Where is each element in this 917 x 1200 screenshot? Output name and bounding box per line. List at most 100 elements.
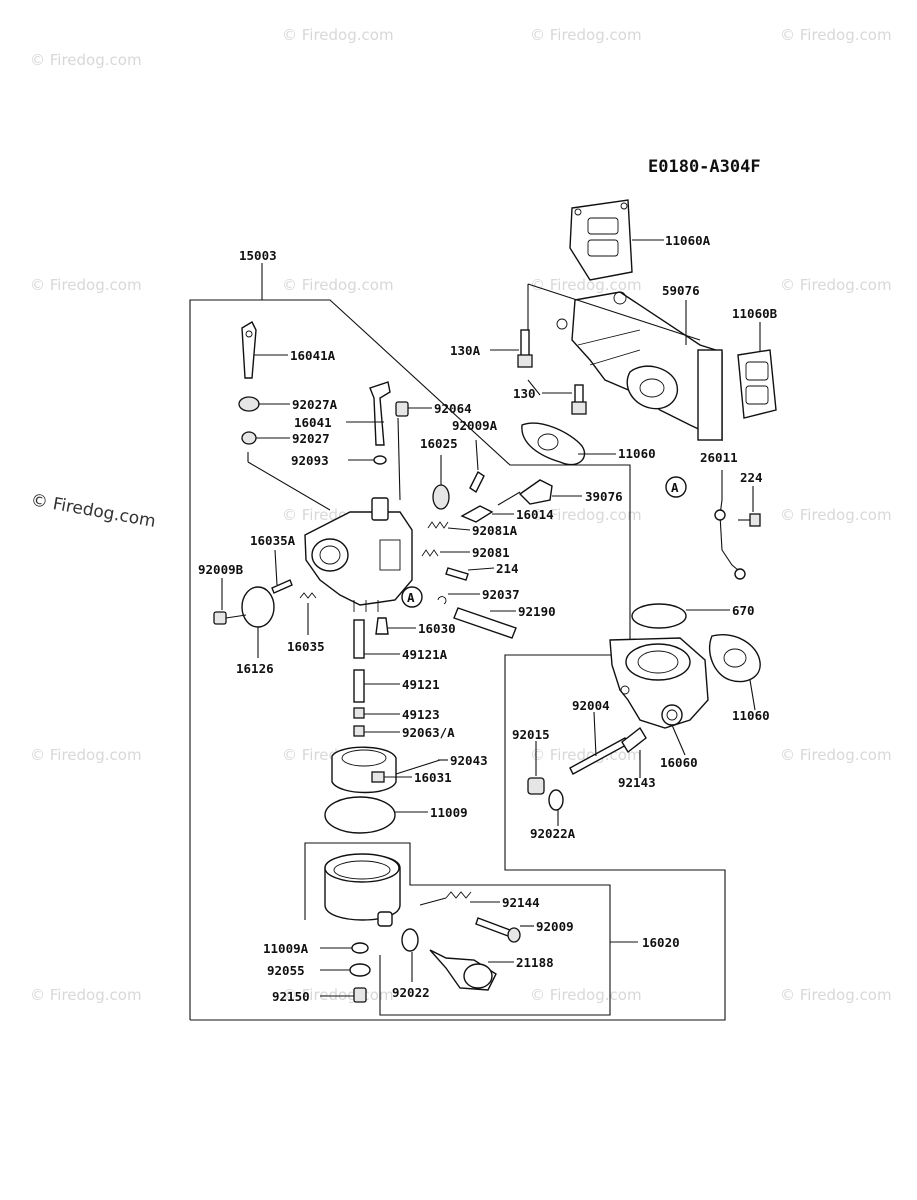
label-16035: 16035 (287, 639, 325, 654)
label-16030: 16030 (418, 621, 456, 636)
label-92015: 92015 (512, 727, 550, 742)
label-16035A: 16035A (250, 533, 296, 548)
label-92022: 92022 (392, 985, 430, 1000)
label-92022A: 92022A (530, 826, 576, 841)
throttle-plate-16025 (432, 484, 450, 510)
spring-92081A (427, 521, 449, 529)
label-130A: 130A (450, 343, 481, 358)
label-92081: 92081 (472, 545, 510, 560)
label-11060-top: 11060 (618, 446, 656, 461)
marker-a-label: A (671, 480, 679, 495)
label-92027: 92027 (292, 431, 330, 446)
label-92004: 92004 (572, 698, 610, 713)
watermark: © Firedog.com (30, 746, 142, 764)
emulsion-tube-49121A (353, 619, 365, 659)
gasket-11060B (737, 349, 777, 419)
label-59076: 59076 (662, 283, 700, 298)
bolt-130 (571, 384, 587, 415)
label-16041A: 16041A (290, 348, 336, 363)
washer-92022 (401, 928, 419, 952)
label-92190: 92190 (518, 604, 556, 619)
intake-elbow-16060 (609, 637, 709, 729)
watermark: © Firedog.com (530, 506, 642, 524)
drain-screw-92150 (353, 987, 367, 1003)
watermark: © Firedog.com (530, 276, 642, 294)
carburetor-body (304, 497, 413, 612)
spring-49123 (353, 707, 365, 719)
wire-lead-26011 (714, 470, 746, 580)
watermark: © Firedog.com (30, 51, 142, 69)
label-11009: 11009 (430, 805, 468, 820)
watermark: © Firedog.com (282, 26, 394, 44)
label-92063A: 92063/A (402, 725, 455, 740)
watermark-dark: © Firedog.com (29, 490, 157, 532)
watermark: © Firedog.com (282, 276, 394, 294)
label-92009A: 92009A (452, 418, 498, 433)
label-92093: 92093 (291, 453, 329, 468)
diagram-code: E0180-A304F (648, 157, 761, 177)
watermarks: © Firedog.com © Firedog.com © Firedog.co… (29, 26, 891, 1004)
label-49123: 49123 (402, 707, 440, 722)
cap-92027 (241, 431, 257, 445)
pilot-screw-16035A (271, 579, 293, 594)
label-670: 670 (732, 603, 755, 618)
label-39076: 39076 (585, 489, 623, 504)
label-16031: 16031 (414, 770, 452, 785)
label-49121A: 49121A (402, 647, 448, 662)
gasket-11009 (324, 796, 396, 834)
watermark: © Firedog.com (780, 986, 892, 1004)
label-214: 214 (496, 561, 519, 576)
watermark: © Firedog.com (30, 276, 142, 294)
spring-16035 (299, 592, 317, 599)
plug-92064 (395, 401, 409, 417)
choke-lever-16041A (241, 321, 257, 379)
label-130: 130 (513, 386, 536, 401)
washer-92022A (548, 789, 564, 811)
reference-marker-a: A (665, 476, 687, 498)
screw-224 (738, 513, 761, 527)
nozzle-49121 (353, 669, 365, 703)
collar-92143 (621, 726, 647, 754)
bracket-39076 (518, 479, 553, 505)
main-jet-16030 (375, 617, 389, 635)
watermark: © Firedog.com (780, 746, 892, 764)
screw-92009A (469, 470, 485, 494)
label-92143: 92143 (618, 775, 656, 790)
o-ring-11009A (351, 942, 369, 954)
label-92027A: 92027A (292, 397, 338, 412)
label-92150: 92150 (272, 989, 310, 1004)
screw-92009 (475, 917, 521, 943)
solenoid-21188 (429, 949, 497, 991)
gasket-11060 (521, 422, 586, 466)
label-16025: 16025 (420, 436, 458, 451)
label-11060-right: 11060 (732, 708, 770, 723)
label-11060B: 11060B (732, 306, 778, 321)
label-92043: 92043 (450, 753, 488, 768)
float-bowl (324, 853, 401, 927)
part-labels: 11060A 59076 11060B 15003 16041A 130A 13… (198, 233, 778, 1004)
screw-92009B (213, 611, 247, 625)
reference-marker-a-left: A (401, 586, 423, 608)
label-16041: 16041 (294, 415, 332, 430)
watermark: © Firedog.com (530, 26, 642, 44)
label-92037: 92037 (482, 587, 520, 602)
label-92064: 92064 (434, 401, 472, 416)
label-92081A: 92081A (472, 523, 518, 538)
label-16020: 16020 (642, 935, 680, 950)
label-49121: 49121 (402, 677, 440, 692)
label-26011: 26011 (700, 450, 738, 465)
label-15003: 15003 (239, 248, 277, 263)
label-224: 224 (740, 470, 763, 485)
label-21188: 21188 (516, 955, 554, 970)
label-92144: 92144 (502, 895, 540, 910)
choke-plate-16126 (241, 586, 275, 628)
label-11060A: 11060A (665, 233, 711, 248)
float-chamber-outline (304, 842, 611, 1016)
pin-92043 (395, 759, 441, 775)
ring-92063A (353, 725, 365, 737)
lever-16041 (369, 381, 391, 446)
spring-92081 (421, 549, 439, 557)
label-16126: 16126 (236, 661, 274, 676)
watermark: © Firedog.com (780, 26, 892, 44)
float-16031 (331, 746, 397, 794)
